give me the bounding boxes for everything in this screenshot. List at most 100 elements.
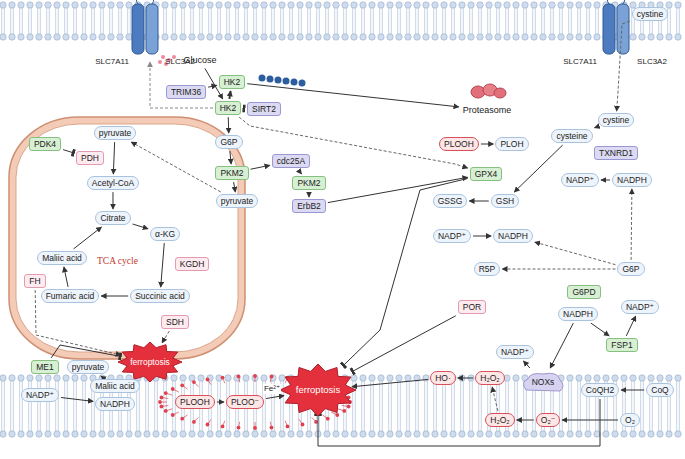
regulator-box: cdc25A [272, 154, 310, 168]
enzyme-box: FSP1 [606, 338, 637, 352]
metabolite-box: cysteine [551, 129, 592, 143]
node-label: FSP1 [611, 340, 632, 350]
metabolite-box: NADP⁺ [21, 388, 59, 402]
node-label: SIRT2 [252, 104, 276, 114]
reaction-arrow [514, 145, 562, 192]
node-label: PDK4 [34, 139, 56, 149]
reaction-arrow [481, 144, 494, 145]
node-label: NADPH [617, 175, 647, 185]
node-label: G6P [622, 264, 639, 274]
reaction-arrow [309, 192, 310, 197]
node-label: cysteine [556, 131, 587, 141]
node-label: NADP⁺ [626, 302, 654, 312]
node-label: PKM2 [297, 178, 320, 188]
reaction-arrow [502, 269, 615, 270]
ros-box: HO· [430, 371, 456, 385]
reaction-arrow [621, 390, 644, 391]
enzyme-box: HK2 [215, 101, 242, 115]
regulator-box: SIRT2 [247, 102, 281, 116]
inhibition-line [352, 316, 456, 372]
metabolite-box: GSH [491, 194, 519, 208]
metabolite-box: G6P [215, 135, 242, 149]
node-label: PLOOH [180, 397, 210, 407]
node-label: Maliic acid [42, 253, 82, 263]
plain-node: Proteasome [461, 104, 514, 117]
enzyme-box: PDH [76, 151, 104, 165]
node-label: TCA cycle [97, 256, 138, 267]
metabolite-box: GSSG [433, 194, 468, 208]
node-label: pyruvate [99, 128, 132, 138]
metabolite-box: CoQ [646, 383, 673, 397]
reaction-arrow [562, 420, 618, 421]
node-label: FH [29, 276, 40, 286]
metabolite-box: R5P [474, 262, 501, 276]
node-label: NADPH [563, 309, 593, 319]
reaction-arrow [469, 201, 489, 202]
metabolite-box: Citrate [95, 211, 130, 225]
metabolite-box: NADPH [95, 397, 135, 411]
node-label: Succinic acid [135, 291, 185, 301]
node-label: TXNRD1 [599, 148, 633, 158]
ros-box: PLOO⁻ [226, 395, 264, 409]
transporter-label: SLC3A2 [164, 57, 196, 67]
ferroptosis-star: ferroptosis [117, 341, 183, 383]
mitochondrion-shape [8, 116, 246, 360]
reaction-arrow [61, 398, 93, 402]
metabolite-box: cystine [598, 113, 634, 127]
node-label: ME1 [36, 362, 53, 372]
reaction-arrow [591, 323, 609, 336]
reaction-arrow [617, 21, 630, 111]
reaction-arrow [631, 189, 633, 260]
node-label: GPX4 [475, 169, 498, 179]
metabolite-box: NADP⁺ [433, 229, 471, 243]
node-label: G6PD [572, 287, 595, 297]
metabolite-box: PLOH [495, 137, 528, 151]
node-label: NOXs [532, 377, 555, 387]
reaction-arrow [298, 170, 301, 174]
reaction-arrow [217, 402, 224, 403]
ros-box: H₂O₂ [475, 371, 504, 385]
reaction-arrow [208, 85, 217, 87]
enzyme-box: PKM2 [215, 166, 248, 180]
metabolite-box: NADPH [612, 173, 652, 187]
node-label: SDH [166, 317, 184, 327]
reaction-arrow [352, 379, 428, 386]
metabolite-box: pyruvate [216, 194, 259, 208]
node-label: HO· [435, 373, 451, 383]
enzyme-box: HK2 [219, 75, 246, 89]
reaction-arrow [523, 361, 529, 368]
metabolite-box: Fumaric acid [41, 289, 100, 303]
nox-cloud: NOXs [520, 370, 566, 394]
metabolite-box: G6P [617, 262, 644, 276]
metabolite-box: NADP⁺ [621, 300, 659, 314]
node-label: PDH [81, 153, 99, 163]
enzyme-box: FH [24, 274, 45, 288]
regulator-box: TRIM36 [166, 85, 206, 99]
metabolite-box: NADPH [558, 307, 598, 321]
enzyme-box: G6PD [567, 285, 600, 299]
reaction-arrow [492, 387, 498, 411]
transporter-label: SLC7A11 [562, 57, 598, 67]
reaction-arrow [239, 117, 468, 168]
metabolite-box: Maliic acid [37, 251, 87, 265]
dashed-arrow [150, 62, 213, 108]
inhibition-line [343, 178, 468, 365]
node-label: NADP⁺ [501, 347, 529, 357]
node-label: ErbB2 [297, 201, 321, 211]
reaction-arrow [228, 117, 229, 133]
reaction-arrow [535, 242, 616, 265]
metabolite-box: NADP⁺ [561, 173, 599, 187]
node-label: H₂O₂ [490, 415, 509, 425]
node-label: H₂O₂ [480, 373, 499, 383]
node-label: pyruvate [221, 196, 254, 206]
node-label: G6P [220, 137, 237, 147]
node-label: O₂⁻ [541, 415, 555, 425]
reaction-arrow [626, 316, 635, 336]
ferroptosis-star: ferroptosis [279, 363, 357, 417]
node-label: α-KG [155, 229, 175, 239]
node-label: NADP⁺ [438, 231, 466, 241]
node-label: cystine [603, 115, 629, 125]
node-label: GSH [496, 196, 514, 206]
node-label: Proteasome [463, 105, 512, 116]
